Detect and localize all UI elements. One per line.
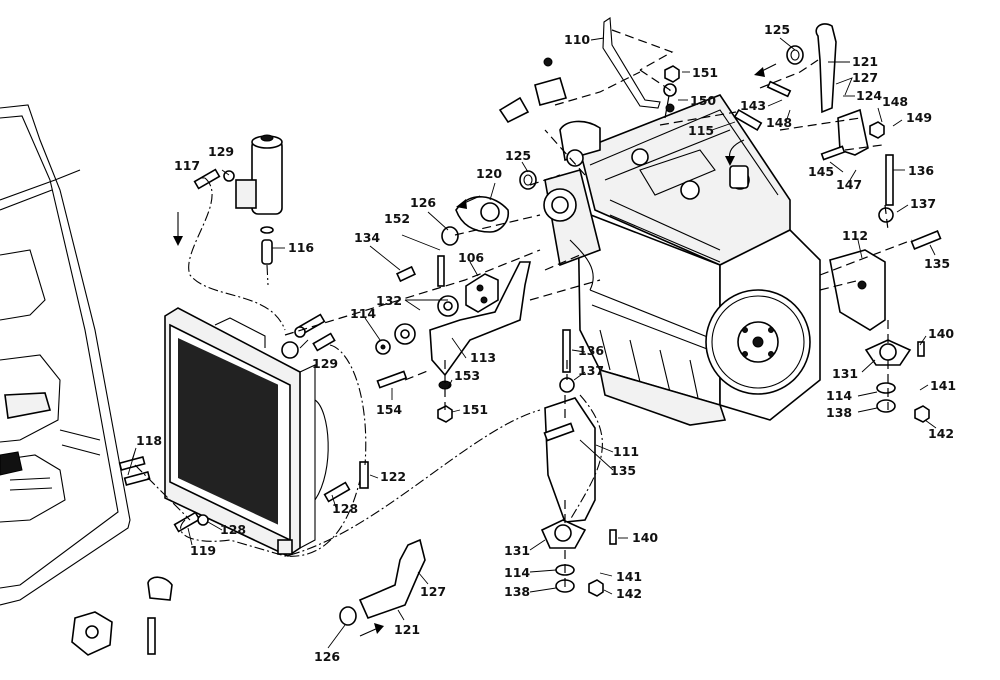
callout-150: 150 (690, 93, 716, 108)
callout-148: 148 (766, 115, 792, 130)
callout-135: 135 (924, 256, 950, 271)
cab-frame (0, 104, 131, 606)
callout-151: 151 (462, 402, 488, 417)
turbo-pipe-120 (455, 196, 510, 233)
callout-136: 136 (578, 343, 604, 358)
callout-112: 112 (842, 228, 868, 243)
callout-128: 128 (220, 522, 246, 537)
callout-131: 131 (832, 366, 858, 381)
callout-127: 127 (420, 584, 446, 599)
callout-127: 127 (852, 70, 878, 85)
callout-129: 129 (312, 356, 338, 371)
callout-147: 147 (836, 177, 862, 192)
callout-138: 138 (826, 405, 852, 420)
callout-145: 145 (808, 164, 834, 179)
callout-141: 141 (930, 378, 956, 393)
callout-118: 118 (136, 433, 162, 448)
callout-111: 111 (613, 444, 639, 459)
assembly-lines (134, 29, 913, 590)
callout-121: 121 (852, 54, 878, 69)
callout-154: 154 (376, 402, 402, 417)
callout-135: 135 (610, 463, 636, 478)
engine-block (543, 94, 821, 426)
callout-121: 121 (394, 622, 420, 637)
hose-121-bottom (358, 538, 426, 619)
callout-labels: 110 151 150 115 125 121 127 124 143 148 … (136, 22, 956, 664)
callout-137: 137 (910, 196, 936, 211)
callout-125: 125 (505, 148, 531, 163)
callout-137: 137 (578, 363, 604, 378)
callout-153: 153 (454, 368, 480, 383)
bracket-124 (837, 108, 869, 156)
radiator (164, 307, 329, 557)
callout-115: 115 (688, 123, 714, 138)
callout-131: 131 (504, 543, 530, 558)
bracket-113 (429, 261, 531, 377)
flow-arrows (173, 63, 777, 637)
hose-121-top (815, 23, 837, 114)
callout-124: 124 (856, 88, 882, 103)
sender-switches (498, 57, 568, 124)
callout-106: 106 (458, 250, 484, 265)
callout-138: 138 (504, 584, 530, 599)
expansion-tank (235, 134, 283, 265)
callout-114: 114 (826, 388, 852, 403)
mount-bracket-112 (829, 249, 886, 331)
callout-114: 114 (350, 306, 376, 321)
callout-132: 132 (376, 293, 402, 308)
callout-119: 119 (190, 543, 216, 558)
callout-136: 136 (908, 163, 934, 178)
leader-lines (127, 37, 937, 649)
callout-140: 140 (632, 530, 658, 545)
callout-141: 141 (616, 569, 642, 584)
radiator-cap (281, 341, 299, 359)
callout-148: 148 (882, 94, 908, 109)
callout-120: 120 (476, 166, 502, 181)
mount-bracket-111 (544, 397, 596, 523)
dipstick-tube-110 (602, 17, 661, 109)
callout-129: 129 (208, 144, 234, 159)
callout-114: 114 (504, 565, 530, 580)
callout-117: 117 (174, 158, 200, 173)
callout-125: 125 (764, 22, 790, 37)
callout-140: 140 (928, 326, 954, 341)
radiator-core (178, 338, 278, 525)
bracket-106 (465, 273, 499, 313)
callout-149: 149 (906, 110, 932, 125)
callout-113: 113 (470, 350, 496, 365)
callout-126: 126 (314, 649, 340, 664)
callout-151: 151 (692, 65, 718, 80)
callout-110: 110 (564, 32, 590, 47)
callout-143: 143 (740, 98, 766, 113)
callout-142: 142 (616, 586, 642, 601)
callout-122: 122 (380, 469, 406, 484)
callout-142: 142 (928, 426, 954, 441)
callout-134: 134 (354, 230, 380, 245)
callout-128: 128 (332, 501, 358, 516)
callout-152: 152 (384, 211, 410, 226)
callout-116: 116 (288, 240, 314, 255)
callout-126: 126 (410, 195, 436, 210)
